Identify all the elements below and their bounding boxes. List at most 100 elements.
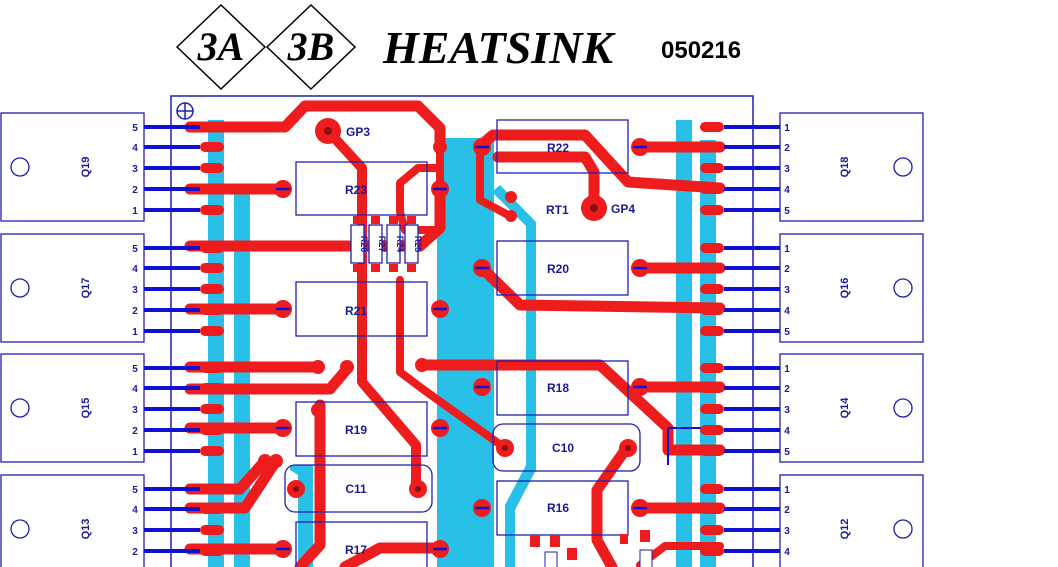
pin-number: 5 bbox=[784, 447, 790, 458]
pin-number: 3 bbox=[132, 526, 138, 537]
pin-pad bbox=[200, 243, 224, 253]
r27-label: R27 bbox=[377, 236, 387, 253]
pin-pad bbox=[200, 326, 224, 336]
pin-pad bbox=[200, 484, 224, 494]
pin-number: 1 bbox=[784, 364, 790, 375]
pin-number: 4 bbox=[784, 185, 790, 196]
pin-pad bbox=[700, 305, 724, 315]
pin-pad bbox=[200, 122, 224, 132]
c10-label: C10 bbox=[552, 441, 574, 455]
pin-number: 2 bbox=[132, 547, 138, 558]
badge-3b-diamond bbox=[265, 3, 357, 91]
gp4-label: GP4 bbox=[611, 202, 635, 216]
pin-pad bbox=[200, 142, 224, 152]
gp3-label: GP3 bbox=[346, 125, 370, 139]
r17-label: R17 bbox=[345, 543, 367, 557]
mount-hole-icon bbox=[10, 278, 30, 298]
transistor-body bbox=[779, 112, 924, 222]
mount-hole-icon bbox=[893, 157, 913, 177]
pin-pad bbox=[700, 326, 724, 336]
r26-label: R26 bbox=[359, 236, 369, 253]
pin-pad bbox=[700, 404, 724, 414]
pin-number: 4 bbox=[784, 306, 790, 317]
r24-label: R24 bbox=[395, 236, 405, 253]
transistor-label: Q19 bbox=[80, 157, 92, 178]
pin-number: 5 bbox=[132, 485, 138, 496]
pin-number: 2 bbox=[784, 143, 790, 154]
pin-pad bbox=[700, 425, 724, 435]
pin-pad bbox=[700, 163, 724, 173]
pin-number: 3 bbox=[132, 285, 138, 296]
rt1-label: RT1 bbox=[546, 203, 569, 217]
pin-number: 4 bbox=[132, 505, 138, 516]
pin-number: 5 bbox=[132, 364, 138, 375]
pads bbox=[258, 118, 649, 558]
transistor-label: Q16 bbox=[839, 278, 851, 299]
mount-hole-icon bbox=[893, 398, 913, 418]
pin-pad bbox=[700, 546, 724, 556]
board-outline bbox=[170, 95, 754, 567]
badge-3a: 3A bbox=[197, 24, 245, 69]
pin-number: 2 bbox=[784, 505, 790, 516]
badge-3b: 3B bbox=[287, 24, 335, 69]
pin-pad bbox=[700, 383, 724, 393]
transistor-body bbox=[779, 233, 924, 343]
bottom-parts bbox=[530, 530, 653, 567]
r23-label: R23 bbox=[345, 183, 367, 197]
pin-number: 2 bbox=[132, 185, 138, 196]
pin-pad bbox=[700, 205, 724, 215]
pin-number: 3 bbox=[132, 405, 138, 416]
component-labels: R22 R23 R20 R21 R18 R19 R16 R17 C10 C11 … bbox=[345, 125, 635, 557]
pin-pad bbox=[700, 284, 724, 294]
pin-number: 1 bbox=[784, 244, 790, 255]
mount-hole-icon bbox=[893, 278, 913, 298]
pin-number: 5 bbox=[784, 206, 790, 217]
pin-number: 4 bbox=[132, 384, 138, 395]
pin-pad bbox=[200, 546, 224, 556]
pin-pad bbox=[700, 142, 724, 152]
r22-label: R22 bbox=[547, 141, 569, 155]
pin-pad bbox=[700, 122, 724, 132]
pin-number: 5 bbox=[132, 244, 138, 255]
pin-number: 1 bbox=[784, 485, 790, 496]
board-title: HEATSINK bbox=[382, 22, 616, 73]
pin-number: 4 bbox=[784, 426, 790, 437]
pin-pad bbox=[200, 446, 224, 456]
pin-number: 4 bbox=[784, 547, 790, 558]
transistor-body bbox=[0, 112, 145, 222]
pin-number: 3 bbox=[784, 164, 790, 175]
pin-pad bbox=[700, 263, 724, 273]
pin-pad bbox=[200, 363, 224, 373]
pin-pad bbox=[200, 205, 224, 215]
r21-label: R21 bbox=[345, 304, 367, 318]
mount-hole-icon bbox=[10, 519, 30, 539]
pin-pad bbox=[700, 484, 724, 494]
pin-number: 4 bbox=[132, 264, 138, 275]
mount-hole-icon bbox=[893, 519, 913, 539]
pin-pad bbox=[700, 525, 724, 535]
pin-pad bbox=[700, 363, 724, 373]
mount-hole-icon bbox=[10, 157, 30, 177]
transistor-body bbox=[779, 353, 924, 463]
pin-pad bbox=[700, 446, 724, 456]
pin-number: 1 bbox=[784, 123, 790, 134]
transistor-label: Q17 bbox=[80, 278, 92, 299]
pin-number: 3 bbox=[784, 405, 790, 416]
badge-3a-diamond bbox=[175, 3, 267, 91]
resistor-outlines bbox=[284, 119, 641, 567]
transistor-label: Q12 bbox=[839, 519, 851, 540]
pin-pad bbox=[200, 184, 224, 194]
pin-pad bbox=[200, 383, 224, 393]
transistor-body bbox=[0, 353, 145, 463]
pin-number: 2 bbox=[784, 264, 790, 275]
small-resistors: R26 R27 R24 R25 bbox=[350, 224, 423, 264]
